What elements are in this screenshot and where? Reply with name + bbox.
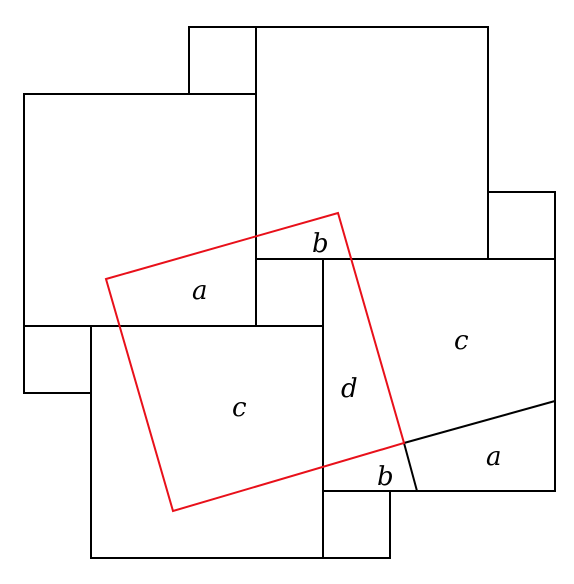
label-d-center: d: [341, 374, 358, 404]
square-left-large: [23, 93, 257, 327]
square-right-large: [322, 258, 556, 492]
label-c-right: c: [454, 326, 469, 356]
label-b-bottom: b: [377, 462, 394, 492]
red-tilted-square: [104, 211, 406, 513]
slanted-segment-bottom: [403, 442, 418, 492]
label-a-left: a: [192, 276, 208, 306]
square-top-right-large: [255, 26, 489, 260]
square-bottom-small: [322, 490, 391, 559]
label-b-top: b: [312, 229, 329, 259]
diagonal-line-right: [403, 400, 556, 444]
square-top-small: [188, 26, 257, 95]
label-a-right: a: [486, 442, 502, 472]
square-bottom-large: [90, 325, 324, 559]
label-c-left: c: [232, 393, 247, 423]
square-right-small: [487, 191, 556, 260]
square-left-small: [23, 325, 92, 394]
